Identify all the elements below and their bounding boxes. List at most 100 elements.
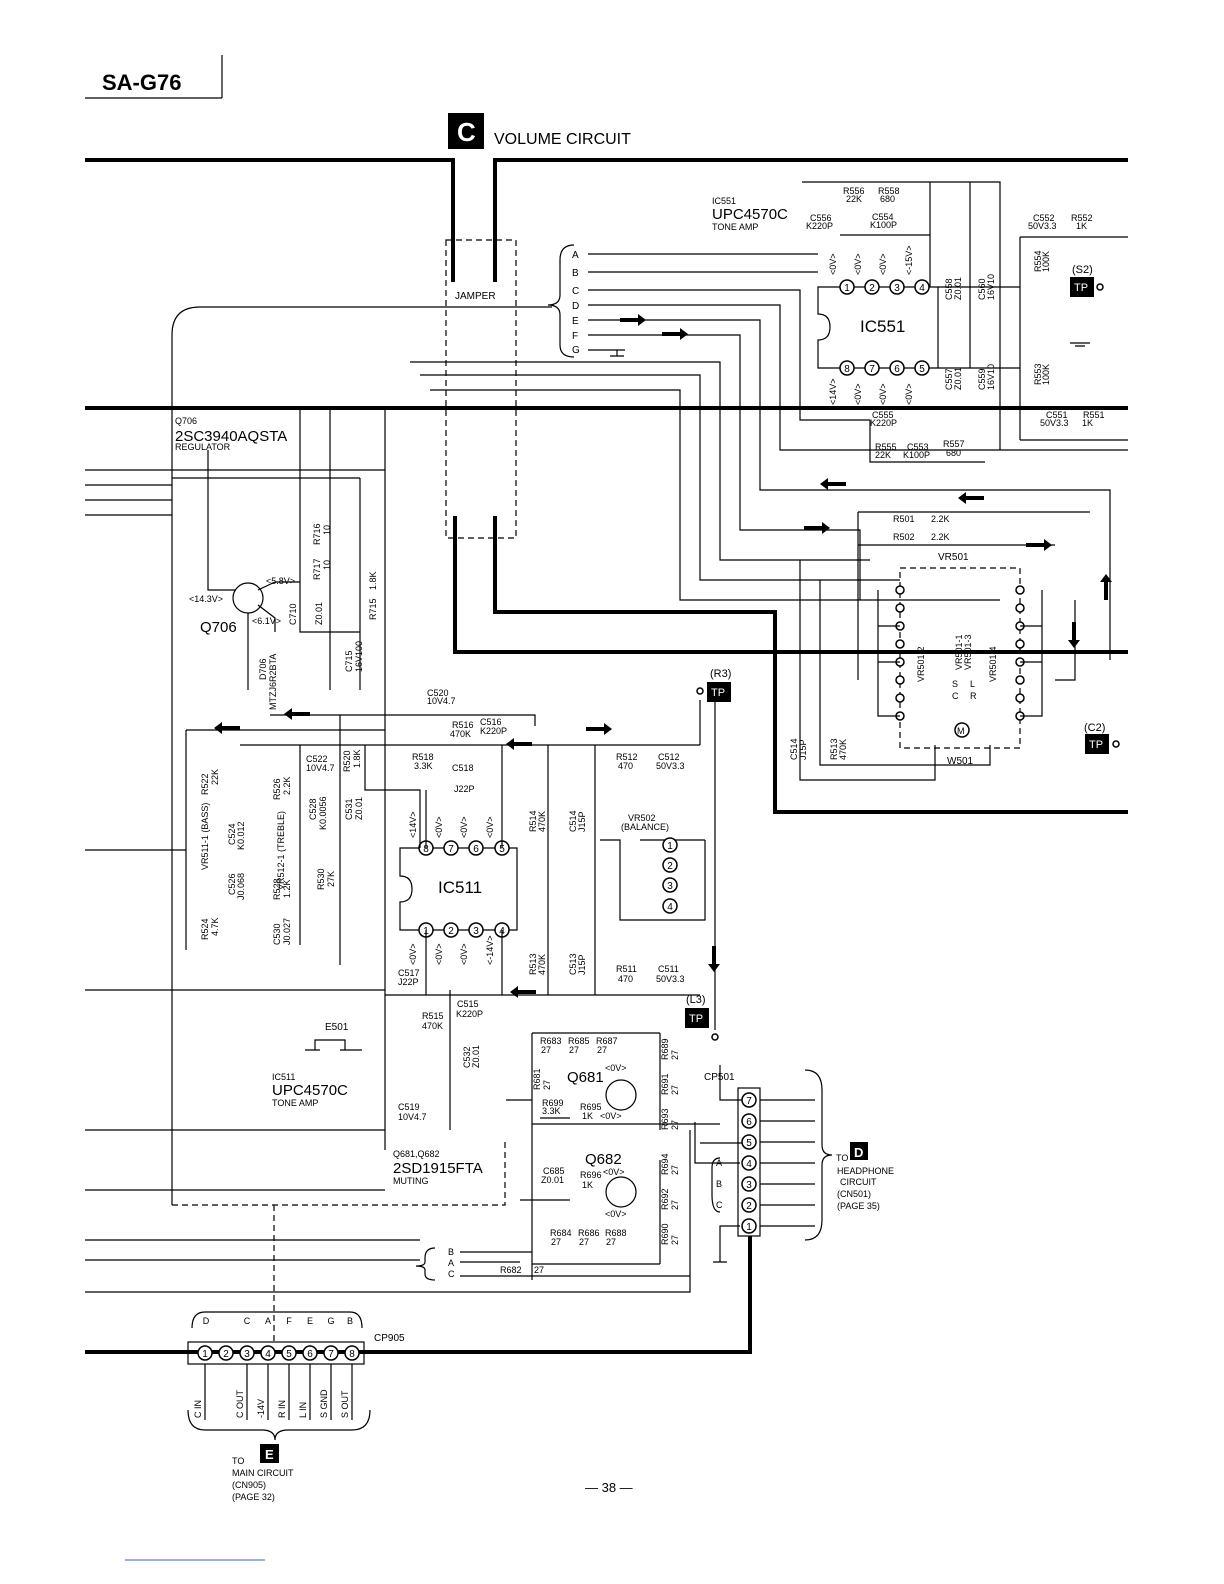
c512-ref: C512 (658, 752, 680, 762)
cp905-sig-14v: -14V (256, 1399, 266, 1418)
ic511-pin2: 2 (448, 926, 454, 937)
ic551-v1: <0V> (828, 253, 838, 275)
c560-ref: C560 (977, 278, 987, 300)
c516-ref: C516 (480, 717, 502, 727)
r520-ref: R520 (342, 750, 352, 772)
c512-val: 50V3.3 (656, 761, 685, 771)
r551-val: 1K (1082, 418, 1093, 428)
label-e: E (572, 316, 579, 327)
ic511-v8: <14V> (408, 811, 418, 838)
label-f: F (572, 331, 578, 342)
cp501-pin4: 4 (746, 1159, 752, 1170)
r528-ref: R528 (272, 878, 282, 900)
r692-v: 27 (670, 1200, 680, 1210)
l501-val: J15P (798, 739, 808, 760)
ic511-part: UPC4570C (272, 1082, 348, 1099)
vr501-links (877, 590, 1043, 717)
cp501-pin3: 3 (746, 1180, 752, 1191)
board-bottom-dash (172, 1140, 506, 1206)
q682-label: Q682 (585, 1151, 622, 1168)
cp905-letter-d: D (203, 1316, 210, 1326)
c515-ref: C515 (457, 999, 479, 1009)
c555-val: K220P (870, 418, 897, 428)
cp501-pin7: 7 (746, 1096, 752, 1107)
to-d-line2: CIRCUIT (840, 1177, 877, 1187)
r518-ref: R518 (412, 752, 434, 762)
r518-val: 3.3K (414, 761, 433, 771)
vr501-2: VR501-2 (916, 646, 926, 682)
cp905-sig-sout: S OUT (340, 1390, 350, 1418)
r511-ref: R511 (616, 964, 637, 974)
c556-ref: C556 (810, 213, 832, 223)
r514-val: 470K (537, 811, 547, 832)
q706-wiring (85, 408, 385, 690)
r688-v: 27 (606, 1237, 616, 1247)
cp905-sig-cout: C OUT (235, 1390, 245, 1419)
r552-ref: R552 (1071, 213, 1093, 223)
jumper-label: JAMPER (455, 291, 496, 302)
ic511-v3: <0V> (459, 943, 469, 965)
cp905-sig-cin: C IN (193, 1400, 203, 1418)
r555-ref: R555 (875, 442, 897, 452)
vr501-input-lines (857, 511, 1090, 680)
bac-a: A (448, 1258, 454, 1268)
c551-val: 50V3.3 (1040, 418, 1069, 428)
c518-ref: C518 (452, 763, 474, 773)
r715-val: 1.8K (368, 571, 378, 590)
ic511-pin3: 3 (473, 926, 479, 937)
cp905-letter-e: E (307, 1316, 313, 1326)
r696-v: 1K (582, 1180, 593, 1190)
c710-val: Z0.01 (314, 602, 324, 625)
vr512-label: VR512-1 (TREBLE) (276, 811, 286, 890)
r516-ref: R516 (452, 720, 474, 730)
q706-ref: Q706 (175, 416, 197, 426)
c557-val: Z0.01 (953, 367, 963, 390)
tp-c2-box (1085, 734, 1109, 754)
ic511-pin7: 7 (448, 844, 454, 855)
bus-top-left (85, 158, 455, 282)
bac-b: B (448, 1247, 454, 1257)
c519-val: 10V4.7 (398, 1112, 427, 1122)
r685-v: 27 (569, 1045, 579, 1055)
r554-val: 100K (1041, 251, 1051, 272)
r692: R692 (660, 1188, 670, 1210)
r687-v: 27 (597, 1045, 607, 1055)
vr501-l: L (970, 679, 975, 689)
cp905-pin5: 5 (286, 1349, 292, 1360)
c559-ref: C559 (977, 368, 987, 390)
ic551-body (817, 286, 939, 369)
to-d-line1: HEADPHONE (837, 1166, 894, 1176)
vr502-ref: VR502 (628, 813, 656, 823)
cp905-pin1: 1 (202, 1349, 208, 1360)
ic511-ref: IC511 (272, 1072, 295, 1082)
vr501-3: VR501-3 (963, 634, 973, 670)
r516-val: 470K (450, 729, 471, 739)
r513-ref: R513 (528, 953, 538, 975)
r554-ref: R554 (1033, 250, 1043, 272)
r684: R684 (550, 1228, 572, 1238)
ic551-ref: IC551 (712, 196, 736, 206)
c526-val: J0.068 (236, 873, 246, 900)
motor-m: M (957, 726, 965, 736)
ic551-v4: <-15V> (904, 245, 914, 275)
to-d-line3: (CN501) (837, 1189, 871, 1199)
ic511-v1: <0V> (408, 943, 418, 965)
r557-val: 680 (946, 448, 961, 458)
cp905-letter-b: B (347, 1316, 353, 1326)
cp501-label: CP501 (704, 1072, 735, 1083)
ic511-desc: TONE AMP (272, 1098, 318, 1108)
c685-v: Z0.01 (541, 1175, 564, 1185)
ic551-ground (1070, 342, 1090, 347)
c517-val: J22P (398, 977, 419, 987)
bus-mid-1 (453, 516, 1128, 654)
vr501-1: VR501-1 (954, 634, 964, 670)
c554-ref: C554 (872, 212, 894, 222)
r524-ref: R524 (200, 918, 210, 940)
r501-val: 2.2K (931, 514, 950, 524)
r502-ref: R502 (893, 532, 915, 542)
q706-vc: <14.3V> (189, 594, 223, 604)
model-title: SA-G76 (102, 70, 181, 95)
r682: R682 (500, 1265, 522, 1275)
tp-r3-label: (R3) (710, 668, 731, 680)
cp905-leads (204, 1364, 353, 1420)
